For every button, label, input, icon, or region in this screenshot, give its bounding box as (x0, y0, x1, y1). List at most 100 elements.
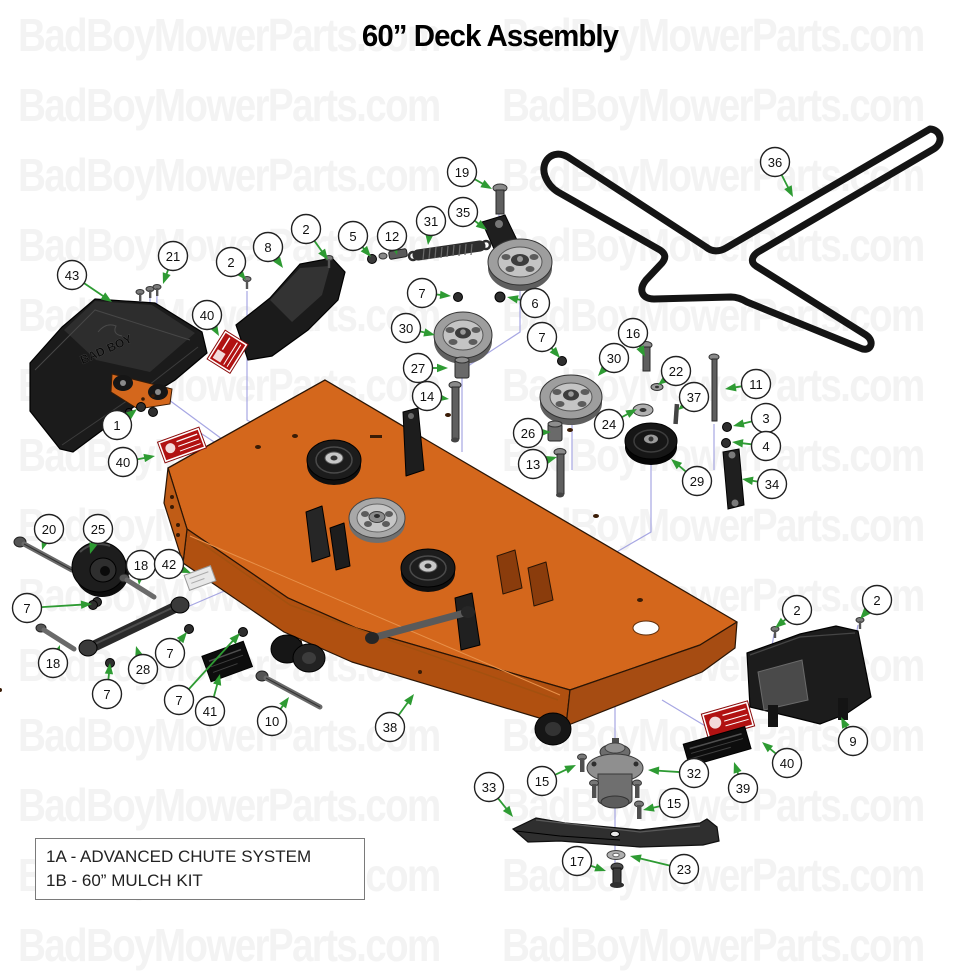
callout-2: 2 (775, 594, 813, 628)
callout-37: 37 (678, 381, 710, 413)
svg-text:1: 1 (113, 418, 120, 433)
callout-38: 38 (374, 694, 414, 743)
page-title: 60” Deck Assembly (361, 18, 619, 53)
callout-12: 12 (376, 220, 408, 255)
svg-text:30: 30 (607, 351, 621, 366)
svg-text:3: 3 (762, 411, 769, 426)
spindle-bolts (577, 753, 644, 819)
callout-40: 40 (762, 742, 803, 779)
svg-text:8: 8 (264, 240, 271, 255)
spindle-assembly (511, 738, 720, 888)
svg-text:39: 39 (736, 781, 750, 796)
callout-2: 2 (215, 246, 247, 280)
svg-text:35: 35 (456, 205, 470, 220)
callout-4: 4 (732, 430, 782, 462)
svg-text:14: 14 (420, 389, 434, 404)
callout-2: 2 (290, 213, 328, 260)
callout-5: 5 (337, 220, 371, 257)
svg-text:7: 7 (175, 693, 182, 708)
svg-text:28: 28 (136, 662, 150, 677)
callout-26: 26 (512, 417, 551, 449)
callout-2: 2 (860, 584, 893, 619)
svg-text:31: 31 (424, 214, 438, 229)
deck-brackets (305, 407, 554, 651)
mower-deck (0, 379, 738, 746)
belt-cover (746, 617, 872, 727)
callout-36: 36 (759, 146, 793, 197)
callout-30: 30 (390, 312, 435, 344)
svg-text:7: 7 (23, 601, 30, 616)
callout-3: 3 (733, 402, 782, 434)
svg-text:38: 38 (383, 720, 397, 735)
svg-text:22: 22 (669, 364, 683, 379)
top-idler-group (453, 183, 553, 303)
callout-7: 7 (406, 277, 451, 309)
callout-7: 7 (154, 632, 187, 669)
callout-34: 34 (742, 468, 788, 500)
svg-text:36: 36 (768, 155, 782, 170)
callout-31: 31 (415, 205, 447, 245)
legend-line-1a: 1A - ADVANCED CHUTE SYSTEM (46, 847, 312, 866)
svg-text:6: 6 (531, 296, 538, 311)
svg-text:37: 37 (687, 390, 701, 405)
svg-text:2: 2 (227, 255, 234, 270)
callout-43: 43 (56, 259, 112, 302)
callout-40: 40 (191, 299, 223, 336)
spindle-pulley-front (400, 548, 456, 592)
small-label-42 (183, 565, 217, 591)
anti-scalp-rollers (270, 634, 572, 746)
callout-41: 41 (194, 674, 226, 727)
discharge-chute: BAD BOY (29, 298, 208, 453)
svg-text:2: 2 (793, 603, 800, 618)
svg-text:24: 24 (602, 417, 616, 432)
svg-text:42: 42 (162, 557, 176, 572)
callout-8: 8 (252, 231, 284, 268)
instruction-label-39 (682, 725, 752, 767)
callout-39: 39 (727, 762, 759, 804)
svg-text:23: 23 (677, 862, 691, 877)
callout-9: 9 (837, 717, 869, 757)
deck-wheel-group (13, 536, 323, 710)
svg-text:7: 7 (538, 330, 545, 345)
idler-pulley-right-group (539, 341, 680, 498)
svg-text:21: 21 (166, 249, 180, 264)
callout-1: 1 (101, 409, 137, 441)
callout-6: 6 (507, 287, 551, 319)
upper-deflector (235, 255, 346, 361)
svg-text:18: 18 (46, 656, 60, 671)
svg-text:20: 20 (42, 522, 56, 537)
callout-42: 42 (153, 548, 191, 580)
legend-line-1b: 1B - 60” MULCH KIT (46, 871, 203, 890)
callout-27: 27 (402, 352, 448, 384)
callout-25: 25 (82, 513, 114, 554)
svg-text:15: 15 (535, 774, 549, 789)
deck-idler-pulley-center (348, 497, 406, 543)
callout-32: 32 (648, 757, 710, 789)
callout-33: 33 (473, 771, 513, 817)
svg-text:9: 9 (849, 734, 856, 749)
svg-text:12: 12 (385, 229, 399, 244)
svg-text:4: 4 (762, 439, 769, 454)
callout-24: 24 (593, 408, 637, 440)
svg-text:2: 2 (873, 593, 880, 608)
svg-text:40: 40 (780, 756, 794, 771)
callout-15: 15 (643, 787, 690, 819)
svg-text:15: 15 (667, 796, 681, 811)
svg-text:7: 7 (103, 687, 110, 702)
callout-7: 7 (91, 663, 123, 710)
drive-belt (540, 125, 944, 353)
svg-text:40: 40 (200, 308, 214, 323)
svg-text:18: 18 (134, 558, 148, 573)
idler-arm-group (624, 353, 745, 510)
svg-text:43: 43 (65, 268, 79, 283)
callout-23: 23 (630, 853, 700, 885)
legend-box: 1A - ADVANCED CHUTE SYSTEM 1B - 60” MULC… (35, 838, 365, 900)
callout-14: 14 (411, 380, 449, 412)
callout-10: 10 (256, 697, 289, 737)
instruction-label-41 (201, 640, 254, 683)
svg-text:30: 30 (399, 321, 413, 336)
svg-text:33: 33 (482, 780, 496, 795)
callout-18: 18 (37, 645, 69, 679)
